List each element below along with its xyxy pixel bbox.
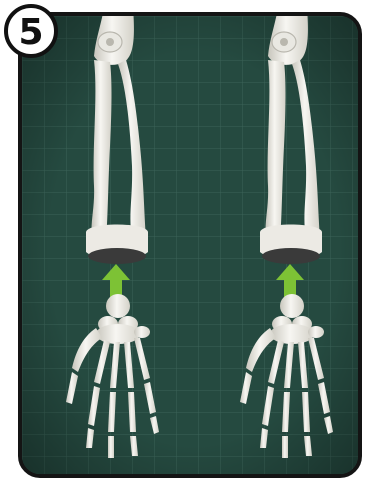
skeleton-illustration <box>22 16 362 478</box>
step-badge: 5 <box>3 3 59 59</box>
chalkboard-panel <box>18 12 362 478</box>
step-number: 5 <box>18 12 43 53</box>
